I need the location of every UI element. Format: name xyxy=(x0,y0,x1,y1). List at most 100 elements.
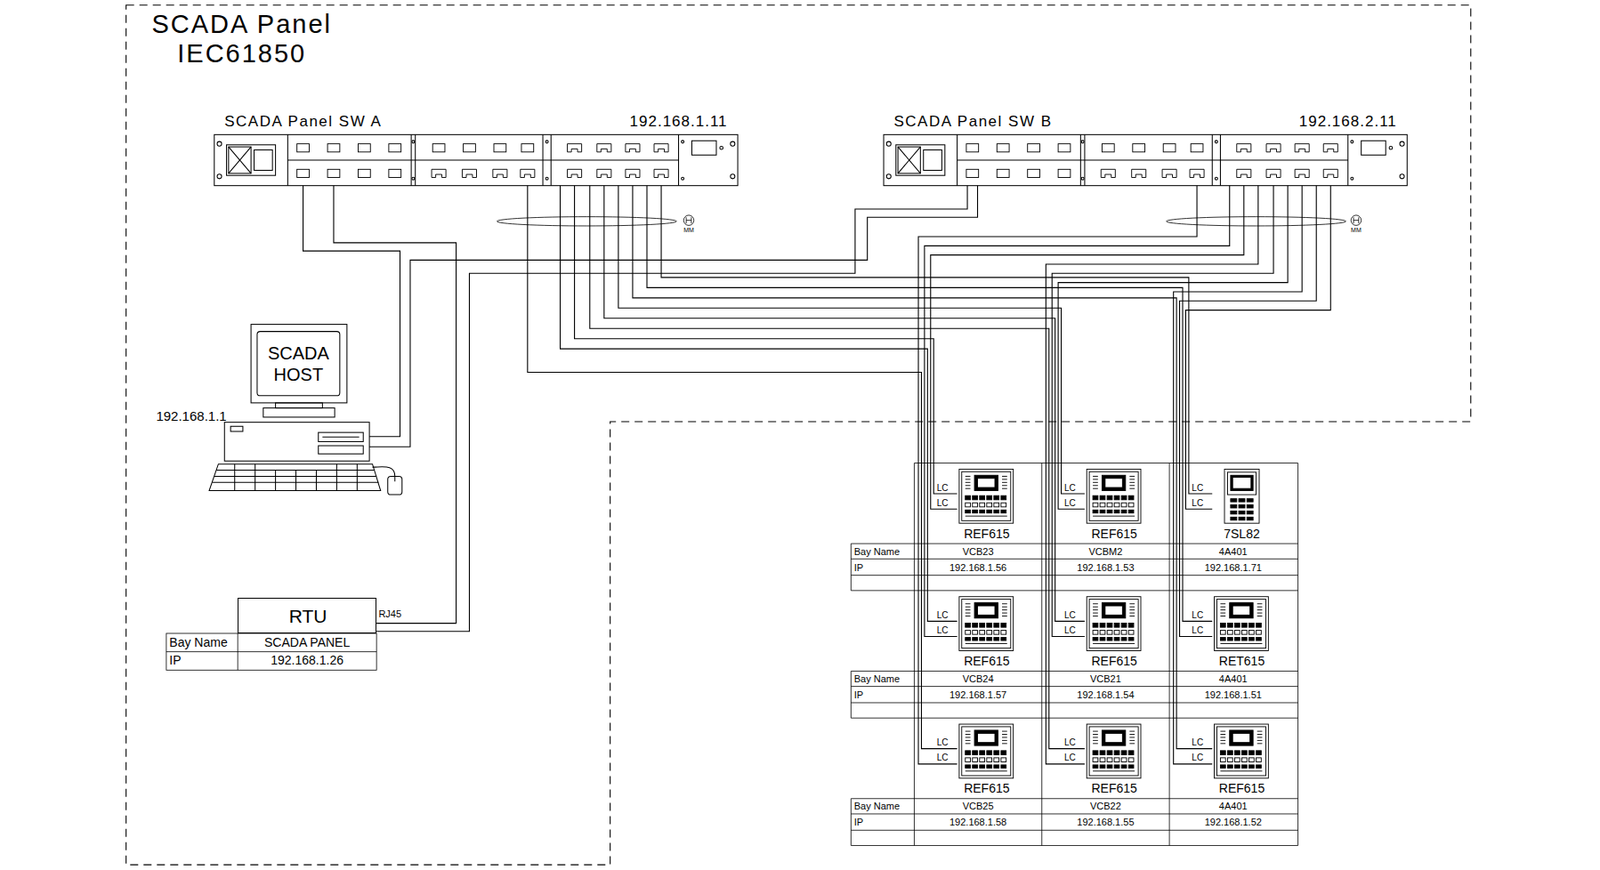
device-model: REF615 xyxy=(1084,525,1145,543)
cable-marker: MM xyxy=(680,226,697,235)
network-cable xyxy=(918,185,1197,765)
connector-label: LC xyxy=(1064,737,1082,748)
connector-label: LC xyxy=(937,498,954,509)
ip-address: 192.168.1.1 xyxy=(155,408,253,425)
device-model: REF615 xyxy=(957,525,1018,543)
device-model: REF615 xyxy=(957,780,1018,798)
table-cell: 192.168.1.56 xyxy=(913,558,1042,575)
table-cell: Bay Name xyxy=(169,633,237,653)
connector-label: LC xyxy=(1064,625,1082,636)
connector-label: LC xyxy=(1064,610,1082,621)
table-cell: 192.168.1.26 xyxy=(237,652,377,671)
network-cable xyxy=(333,185,457,624)
protection-relay: RET615 xyxy=(1212,595,1272,671)
device-model: REF615 xyxy=(1084,653,1145,671)
table-cell: IP xyxy=(854,814,914,831)
connector-label: LC xyxy=(937,625,954,636)
table-cell: 192.168.1.71 xyxy=(1169,558,1297,575)
scada-host: SCADA HOST 192.168.1.1 xyxy=(153,324,370,496)
table-cell: VCB23 xyxy=(913,543,1042,559)
dashed-boundary xyxy=(126,4,1471,865)
table-cell: Bay Name xyxy=(854,671,914,687)
connector-label: LC xyxy=(1191,610,1209,621)
table-cell: VCB24 xyxy=(913,671,1042,687)
table-cell: VCBM2 xyxy=(1042,543,1170,559)
switch-chassis xyxy=(214,134,738,186)
network-cable xyxy=(527,185,958,750)
table-cell: VCB25 xyxy=(913,799,1042,815)
protection-relay: 7SL82 xyxy=(1212,467,1272,543)
ip-address: 192.168.2.11 xyxy=(1210,112,1398,133)
table-cell: IP xyxy=(169,652,237,671)
computer-drawing xyxy=(209,324,403,495)
protection-relay: REF615 xyxy=(957,467,1018,543)
table-cell: 192.168.1.52 xyxy=(1169,814,1297,831)
table-cell: 192.168.1.51 xyxy=(1169,686,1297,704)
protection-relay: REF615 xyxy=(957,722,1018,799)
connector-label: LC xyxy=(1191,752,1209,763)
protection-relay: REF615 xyxy=(957,595,1018,671)
network-cable xyxy=(618,185,1085,494)
connector-label: LC xyxy=(937,752,954,763)
protection-relay: REF615 xyxy=(1084,595,1145,671)
device-model: REF615 xyxy=(1212,780,1272,798)
connector-label: LC xyxy=(937,482,954,493)
table-cell: 192.168.1.54 xyxy=(1042,686,1170,704)
connector-label: LC xyxy=(1191,737,1209,748)
network-switch: SCADA Panel SW B192.168.2.11 xyxy=(883,112,1410,186)
screen-text: SCADA HOST xyxy=(257,342,340,386)
network-cable xyxy=(646,185,1213,623)
device-model: RET615 xyxy=(1212,653,1272,671)
table-cell: 4A401 xyxy=(1169,799,1297,815)
table-cell: 192.168.1.53 xyxy=(1042,558,1170,575)
panel-title: SCADA Panel IEC61850 xyxy=(133,9,350,68)
switch-chassis xyxy=(883,134,1407,186)
protection-relay: REF615 xyxy=(1084,467,1145,543)
table-cell: 192.168.1.58 xyxy=(913,814,1042,831)
connector-label: LC xyxy=(937,610,954,621)
network-cable xyxy=(661,185,1213,494)
protection-relay: REF615 xyxy=(1084,722,1145,799)
network-cable xyxy=(589,185,1085,750)
table-cell: 192.168.1.55 xyxy=(1042,814,1170,831)
connector-label: LC xyxy=(1064,752,1082,763)
ip-address: 192.168.1.11 xyxy=(541,112,728,133)
connector-label: LC xyxy=(1064,498,1082,509)
table-cell: IP xyxy=(854,558,914,575)
device-model: 7SL82 xyxy=(1212,525,1272,543)
network-cable xyxy=(574,185,958,494)
protection-relay: REF615 xyxy=(1212,722,1272,799)
connector-label: LC xyxy=(1064,482,1082,493)
port-label: RJ45 xyxy=(378,607,412,621)
connector-label: LC xyxy=(1191,482,1209,493)
device-model: REF615 xyxy=(1084,780,1145,798)
table-grid xyxy=(166,463,1299,847)
network-cable xyxy=(369,185,978,448)
table-cell: 4A401 xyxy=(1169,543,1297,559)
table-cell: IP xyxy=(854,686,914,704)
network-cable xyxy=(303,185,401,437)
network-cable xyxy=(560,185,958,623)
network-cable xyxy=(376,185,968,632)
network-cable xyxy=(604,185,1085,623)
connector-label: LC xyxy=(937,737,954,748)
panel-region: SCADA Panel IEC61850SCADA Panel SW A 192.… xyxy=(125,4,1471,866)
table-cell: Bay Name xyxy=(854,799,914,815)
connector-label: LC xyxy=(1191,625,1209,636)
table-cell: VCB21 xyxy=(1042,671,1170,687)
table-cell: Bay Name xyxy=(854,543,914,559)
switch-name: SCADA Panel SW A xyxy=(224,112,480,133)
rtu-box: RTU xyxy=(237,597,377,634)
panel-outline xyxy=(125,4,1471,866)
relay-icons xyxy=(959,468,1269,778)
table-cell: VCB22 xyxy=(1042,799,1170,815)
cable-marker: MM xyxy=(1348,226,1365,235)
connector-label: LC xyxy=(1191,498,1209,509)
rtu-name: RTU xyxy=(238,598,378,635)
network-cable xyxy=(1058,185,1288,510)
table-cell: SCADA PANEL xyxy=(237,633,377,653)
table-cell: 192.168.1.57 xyxy=(913,686,1042,704)
